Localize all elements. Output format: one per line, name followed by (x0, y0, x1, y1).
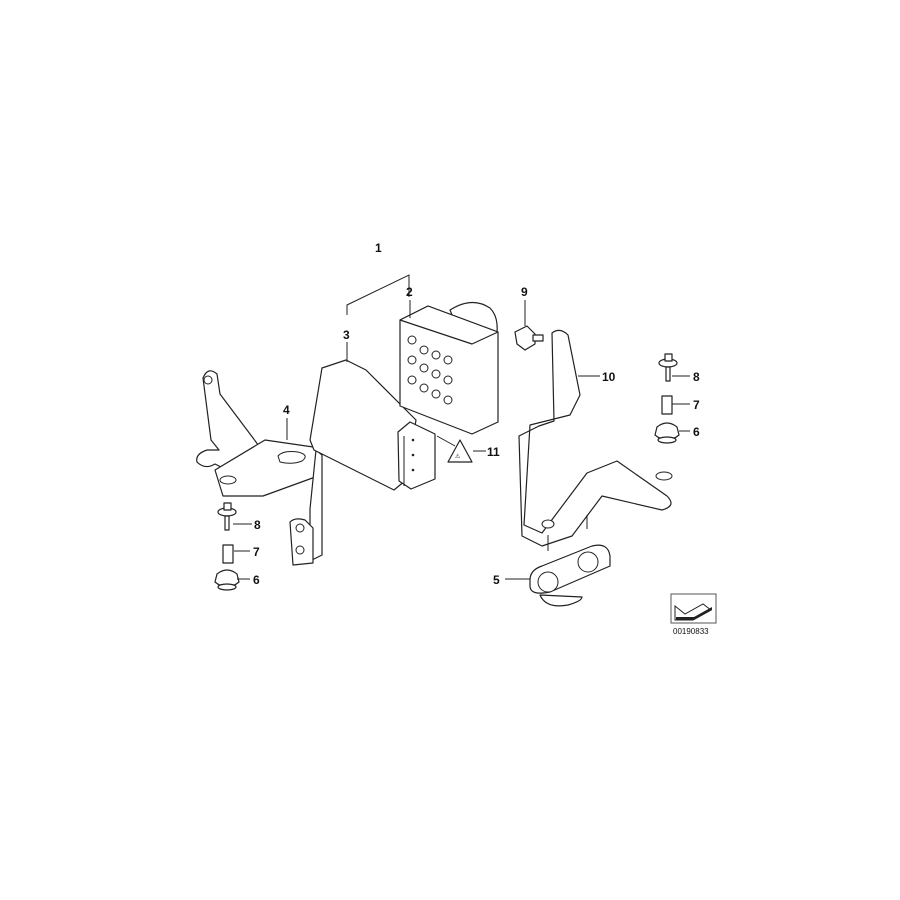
callout-8-left: 8 (254, 518, 261, 532)
callout-11: 11 (487, 445, 500, 459)
abs-hydraulic-unit-part-2[interactable] (399, 301, 499, 435)
leader-lines (233, 274, 690, 580)
bracket-part-10[interactable] (518, 329, 673, 551)
callout-2: 2 (406, 285, 413, 299)
callout-4: 4 (283, 403, 290, 417)
drawing-number: 00190833 (673, 627, 709, 636)
callout-3: 3 (343, 328, 350, 342)
rubber-mount-part-6-right[interactable] (654, 422, 680, 444)
callout-8-right: 8 (693, 370, 700, 384)
mounting-bracket-part-4[interactable] (196, 370, 323, 566)
rubber-mount-part-6-left[interactable] (214, 569, 240, 591)
callout-7-left: 7 (253, 545, 260, 559)
callout-6-left: 6 (253, 573, 260, 587)
sleeve-part-7-left[interactable] (222, 544, 234, 564)
valve-ports (407, 335, 453, 405)
callout-7-right: 7 (693, 398, 700, 412)
callout-9: 9 (521, 285, 528, 299)
abs-control-module-part-3[interactable] (309, 359, 436, 491)
orientation-arrow-icon (670, 593, 717, 624)
warning-triangle-label-part-11[interactable]: ⚠ (447, 439, 473, 463)
sleeve-part-7-right[interactable] (661, 395, 673, 415)
callout-5: 5 (493, 573, 500, 587)
stud-part-9[interactable] (514, 325, 544, 351)
callout-1: 1 (375, 241, 382, 255)
bolt-part-8-right[interactable] (658, 353, 678, 382)
base-mount-part-5[interactable] (529, 544, 611, 607)
svg-text:⚠: ⚠ (455, 453, 461, 460)
bolt-part-8-left[interactable] (217, 502, 237, 531)
callout-6-right: 6 (693, 425, 700, 439)
callout-10: 10 (602, 370, 616, 384)
